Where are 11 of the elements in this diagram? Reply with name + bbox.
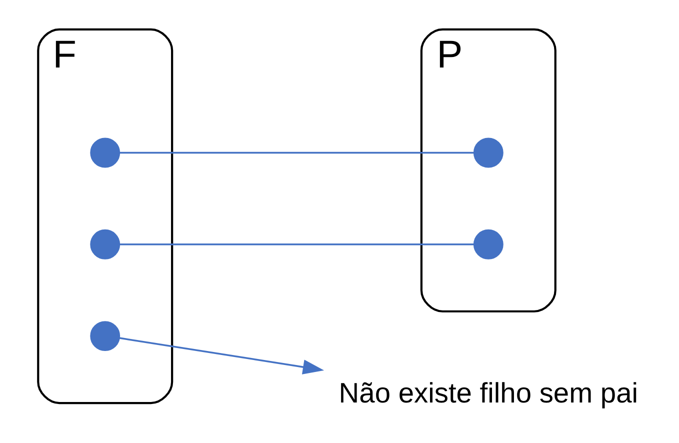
node-circle [473,229,504,260]
node-circle [473,138,504,168]
cluster: F [37,28,174,404]
node-circle [90,321,120,352]
connector [120,152,474,154]
node-circle [90,229,120,260]
cluster: P [420,28,556,312]
node-circle [90,138,120,168]
node-text: Não existe filho sem pai [338,376,638,409]
arrow [119,337,324,374]
connector [120,244,474,246]
